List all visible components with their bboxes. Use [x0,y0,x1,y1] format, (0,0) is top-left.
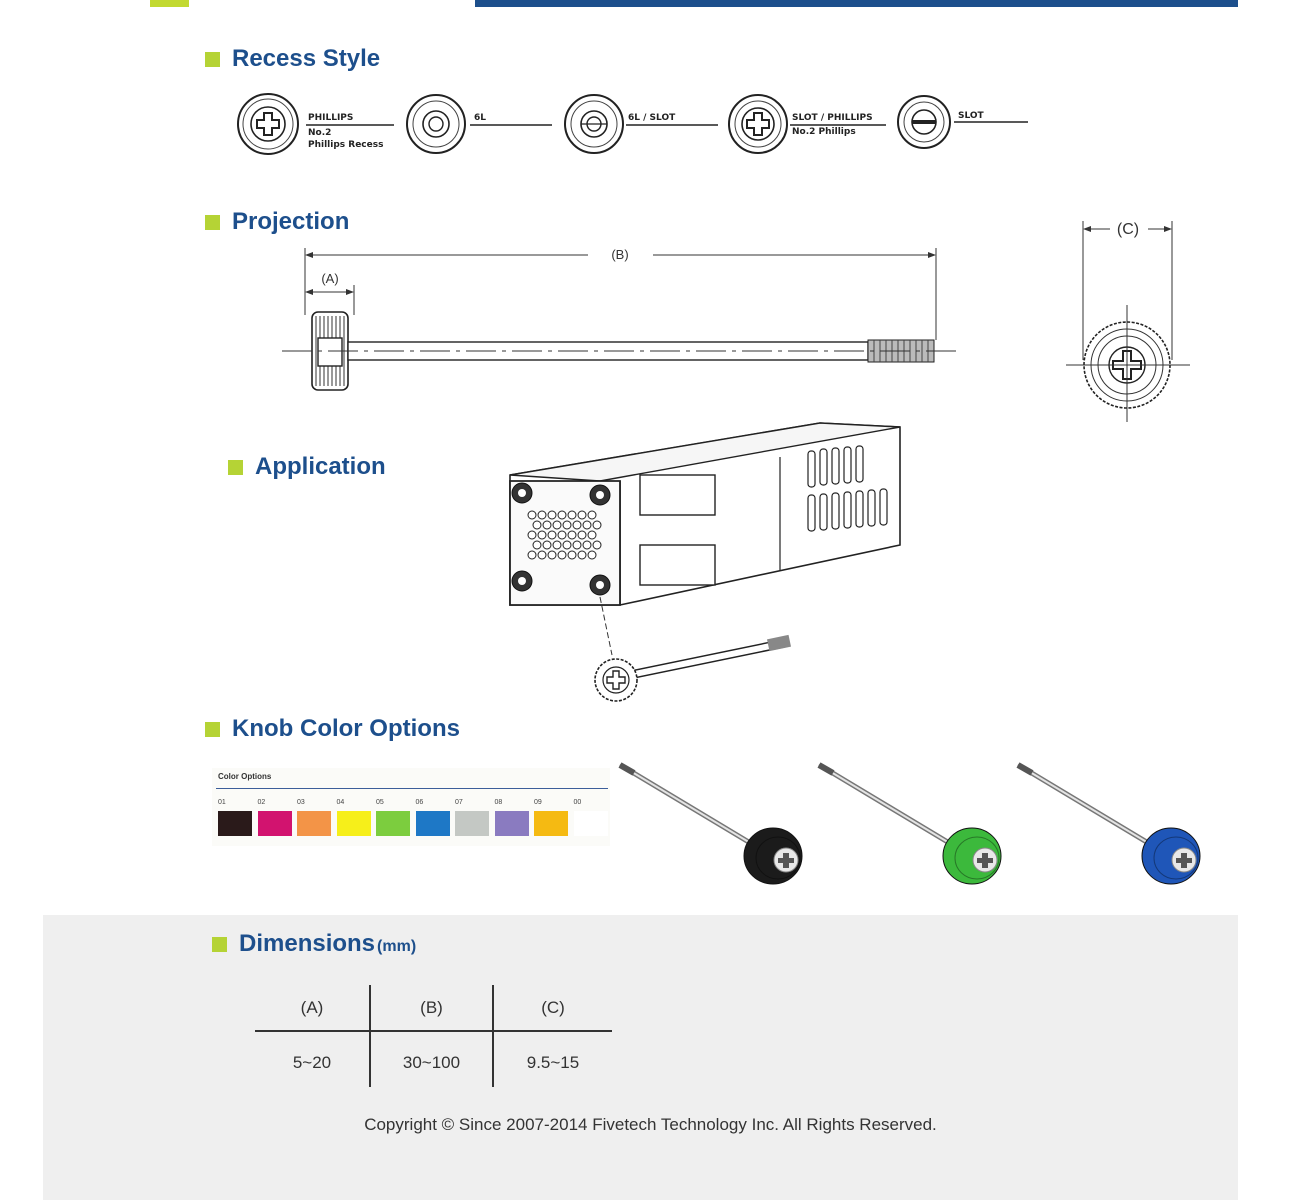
recess-label: 6L [474,113,486,123]
color-swatch-number: 01 [218,799,226,806]
color-swatch-number: 06 [415,799,424,806]
color-swatch-box [534,811,568,836]
table-cell: 5~20 [292,1053,332,1072]
dimensions-title: Dimensions [239,930,376,957]
color-swatch: 01 [218,799,253,837]
color-swatch-number: 04 [336,799,345,806]
dimensions-heading: Dimensions(mm) [212,930,416,958]
color-swatch-box [336,811,371,836]
recess-sublabel: No.2 Phillips [792,127,856,137]
color-swatch-number: 00 [573,799,582,806]
application-title: Application [255,453,386,480]
knob-color-title: Knob Color Options [232,715,460,742]
color-swatch: 04 [336,799,372,837]
projection-side-view: (B) (A) [282,247,956,391]
knob-samples [618,762,1201,885]
color-swatch-box [573,811,608,836]
table-column-divider [492,985,494,1087]
slot-phillips-head-icon [728,94,788,154]
recess-label: PHILLIPS [308,113,353,123]
dimensions-table: (A) (B) (C) 5~20 30~100 9.5~15 [255,985,612,1087]
divider [216,788,608,789]
projection-title: Projection [232,208,350,235]
dimension-a-label: (A) [321,271,338,286]
knob-sample-green [817,762,1002,885]
application-illustration [509,422,901,702]
recess-style-diagram: PHILLIPS No.2 Phillips Recess 6L 6L / SL… [237,93,1028,155]
color-swatch-box [455,811,489,836]
slot-head-icon [897,95,951,149]
color-swatch-number: 02 [257,799,266,806]
color-swatch-box [257,811,292,836]
color-swatch-number: 08 [494,799,503,806]
color-swatch-number: 09 [534,799,542,806]
table-header-cell: (B) [420,998,443,1017]
dimension-b-label: (B) [611,247,628,262]
heading-bullet-icon [212,936,227,952]
color-options-title: Color Options [218,772,272,781]
color-swatch-box [494,811,529,836]
projection-front-view: (C) [1066,221,1190,422]
color-swatch-box [297,811,331,836]
color-swatch: 05 [376,799,411,837]
table-column-divider [369,985,371,1087]
dimensions-unit: (mm) [377,938,417,955]
color-swatch-number: 07 [455,799,463,806]
heading-bullet-icon [205,214,220,230]
recess-label: SLOT / PHILLIPS [792,113,873,123]
application-heading: Application [228,453,386,481]
table-cell: 30~100 [402,1053,461,1072]
recess-label: 6L / SLOT [628,113,676,123]
table-header-cell: (A) [300,998,324,1017]
table-header-cell: (C) [541,998,565,1017]
color-swatch: 02 [257,799,293,837]
phillips-head-icon [237,93,299,155]
color-swatch: 07 [455,799,490,837]
heading-bullet-icon [205,721,220,737]
recess-sublabel: No.2 [308,128,331,138]
heading-bullet-icon [228,459,243,475]
color-swatch-number: 05 [376,799,384,806]
recess-style-heading: Recess Style [205,45,380,73]
knob-color-heading: Knob Color Options [205,715,460,743]
color-swatch: 06 [415,799,451,837]
color-swatch: 03 [297,799,332,837]
color-swatch-box [218,811,252,836]
color-swatch-box [376,811,410,836]
dimensions-panel [43,915,1238,1200]
color-swatch: 00 [573,799,609,837]
color-swatch: 09 [534,799,569,837]
color-swatch: 08 [494,799,530,837]
knob-sample-blue [1016,762,1201,885]
hexalobular-head-icon [406,94,466,154]
heading-bullet-icon [205,51,220,67]
header-accent-green [150,0,189,7]
copyright-text: Copyright © Since 2007-2014 Fivetech Tec… [364,1115,937,1134]
dimension-c-label: (C) [1117,221,1139,238]
knob-sample-black [618,762,803,885]
color-options-table: Color Options 01 02 03 04 05 06 07 08 09 00 [212,768,610,846]
projection-heading: Projection [205,208,349,236]
table-header-rule [255,1030,612,1032]
hexalobular-slot-head-icon [564,94,624,154]
header-accent-blue [475,0,1238,7]
table-cell: 9.5~15 [526,1053,580,1072]
recess-style-title: Recess Style [232,45,381,72]
color-swatch-number: 03 [297,799,305,806]
recess-label: SLOT [958,111,985,121]
color-swatch-box [415,811,450,836]
recess-sublabel: Phillips Recess [308,140,383,150]
